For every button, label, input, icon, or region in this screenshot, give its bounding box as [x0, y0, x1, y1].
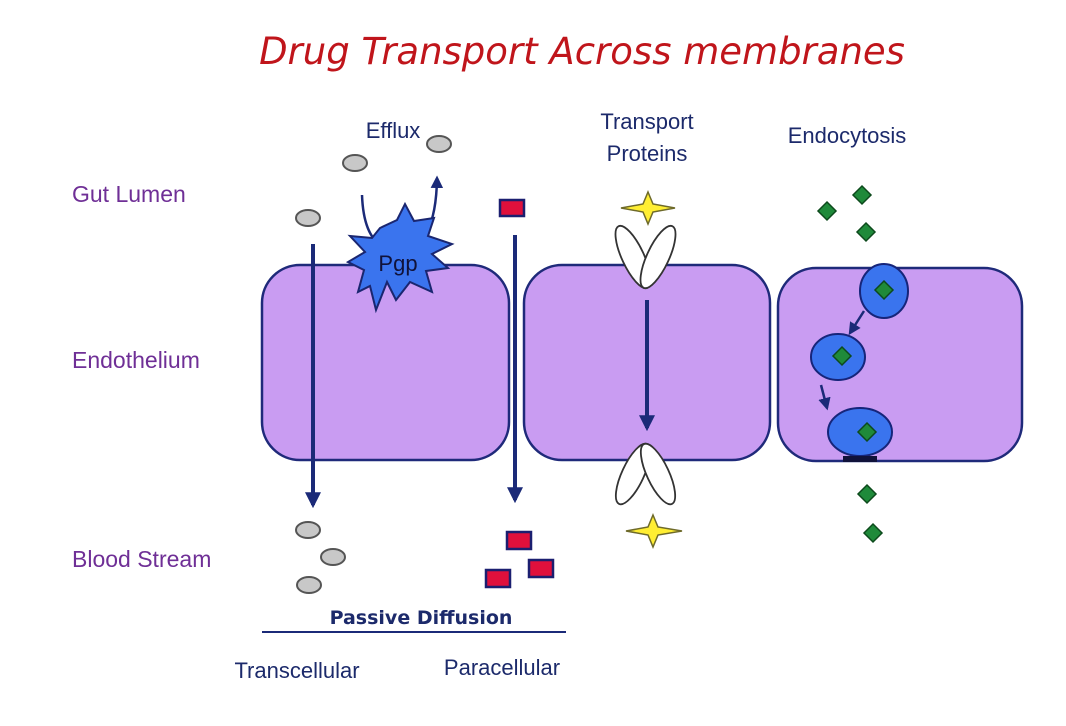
- pgp-transporter-icon: [345, 201, 455, 314]
- blood-paracellular-drug: [527, 558, 555, 579]
- uptake-transport-protein: [614, 224, 677, 290]
- vesicle-transit-arrow: [818, 384, 831, 411]
- transported-substrate-star-icon: [625, 513, 683, 549]
- vesicle-drug-diamond: [873, 279, 895, 301]
- endocytosis-drug-diamond: [816, 200, 838, 222]
- endocytosis-drug-diamond: [855, 221, 877, 243]
- blood-drug-molecule: [296, 576, 322, 594]
- vesicle-drug-diamond: [856, 421, 878, 443]
- vesicle-drug-diamond: [831, 345, 853, 367]
- blood-stream-label: Blood Stream: [72, 546, 211, 572]
- transport-proteins-label-line1: Transport: [600, 109, 693, 134]
- endothelium-label: Endothelium: [72, 347, 200, 373]
- vesicle-transit-arrow: [848, 310, 866, 336]
- blood-paracellular-drug: [505, 530, 533, 551]
- gut-lumen-drug-molecule: [295, 209, 321, 227]
- released-drug-diamond: [862, 522, 884, 544]
- efflux-transport-protein: [614, 442, 677, 506]
- diagram-title: Drug Transport Across membranes: [259, 30, 905, 73]
- gut-lumen-label: Gut Lumen: [72, 181, 186, 207]
- blood-paracellular-drug: [484, 568, 512, 589]
- paracellular-label: Paracellular: [444, 655, 560, 680]
- transport-substrate-star-icon: [620, 190, 676, 226]
- pgp-label: Pgp: [378, 251, 417, 276]
- efflux-drug-molecule: [342, 154, 368, 172]
- blood-drug-molecule: [295, 521, 321, 539]
- endocytosis-drug-diamond: [851, 184, 873, 206]
- vesicle-fusion-site: [843, 456, 877, 462]
- endothelial-cell-1: [260, 263, 511, 462]
- transport-proteins-label-line2: Proteins: [607, 141, 688, 166]
- efflux-label: Efflux: [366, 118, 421, 143]
- endocytosis-label: Endocytosis: [788, 123, 907, 148]
- transcellular-label: Transcellular: [234, 658, 359, 683]
- efflux-drug-molecule: [426, 135, 452, 153]
- blood-drug-molecule: [320, 548, 346, 566]
- released-drug-diamond: [856, 483, 878, 505]
- paracellular-drug-molecule: [498, 198, 526, 218]
- passive-diffusion-label: Passive Diffusion: [330, 607, 513, 629]
